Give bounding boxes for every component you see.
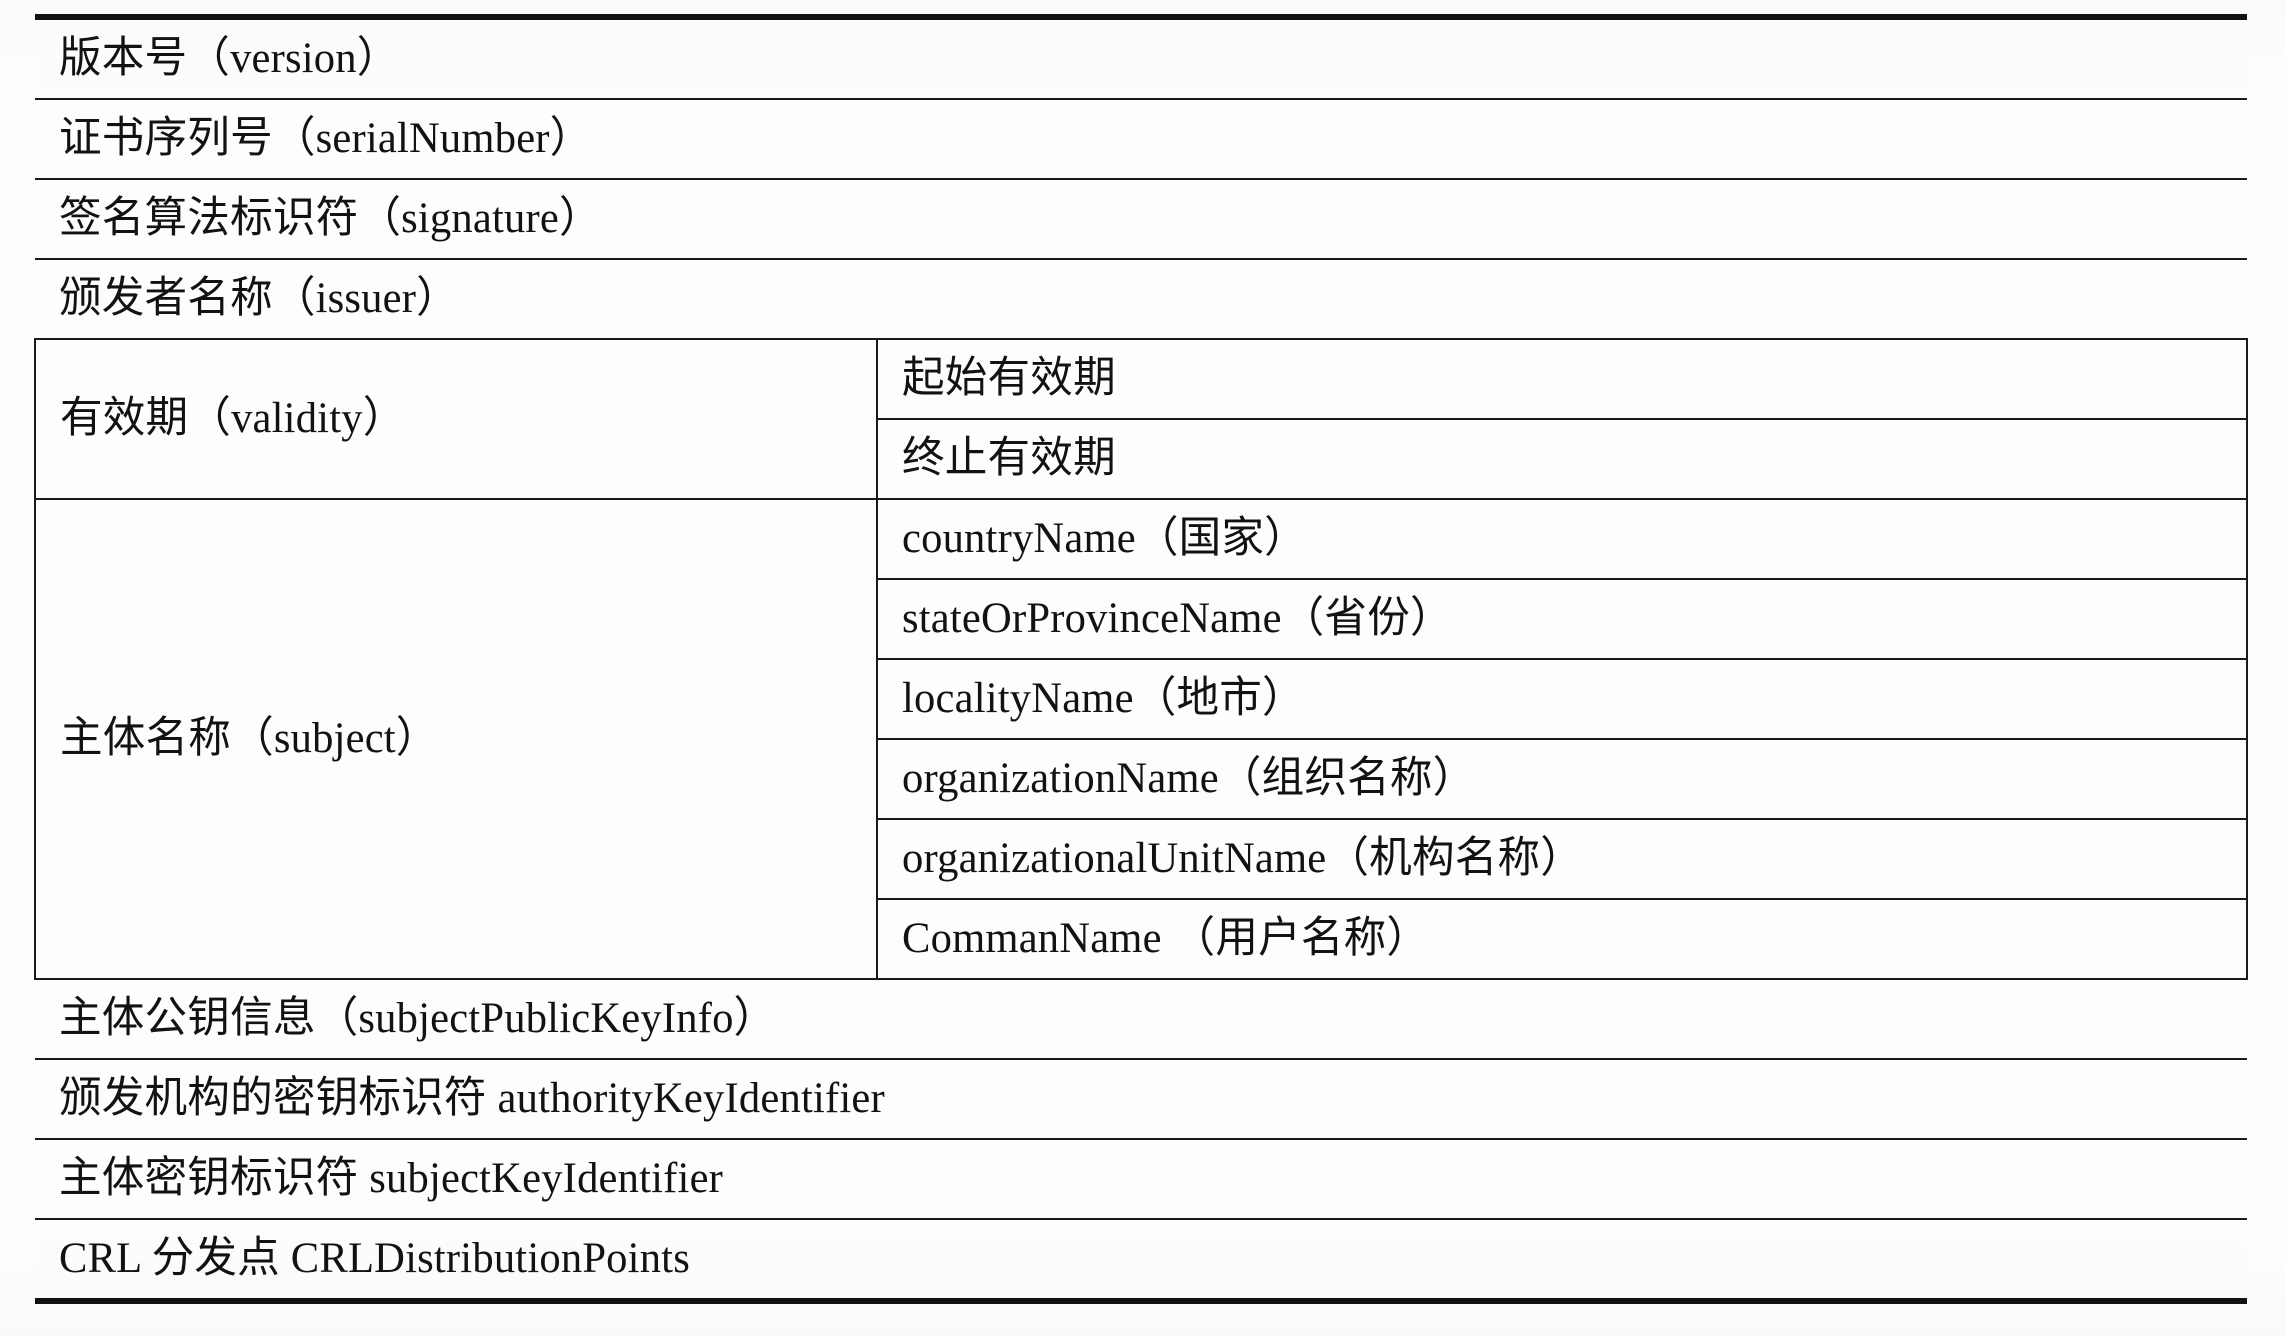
table-row: CommanName （用户名称）: [35, 898, 2248, 980]
table-row: stateOrProvinceName（省份）: [35, 578, 2248, 660]
field-crl-distribution-points: CRL 分发点 CRLDistributionPoints: [35, 1218, 2247, 1302]
table-row: 主体密钥标识符 subjectKeyIdentifier: [35, 1138, 2247, 1220]
table-row: 主体名称（subject） countryName（国家）: [34, 498, 2248, 980]
table-row: 颁发者名称（issuer）: [35, 258, 2247, 340]
table-row: 有效期（validity） 起始有效期: [34, 338, 2248, 500]
table-row: localityName（地市）: [35, 658, 2248, 740]
table-row: 终止有效期: [35, 418, 2248, 500]
field-issuer: 颁发者名称（issuer）: [35, 258, 2247, 340]
table-row: 证书序列号（serialNumber）: [35, 98, 2247, 180]
table-row: 主体公钥信息（subjectPublicKeyInfo）: [35, 978, 2247, 1060]
field-subject-public-key-info: 主体公钥信息（subjectPublicKeyInfo）: [35, 978, 2247, 1060]
table-row: 签名算法标识符（signature）: [35, 178, 2247, 260]
field-subject-organizational-unit-name: organizationalUnitName（机构名称）: [876, 818, 2248, 900]
table-row: organizationalUnitName（机构名称）: [35, 818, 2248, 900]
table-row: 颁发机构的密钥标识符 authorityKeyIdentifier: [35, 1058, 2247, 1140]
field-signature: 签名算法标识符（signature）: [35, 178, 2247, 260]
field-subject-country-name: countryName（国家）: [876, 498, 2248, 580]
field-validity-not-before: 起始有效期: [876, 338, 2248, 420]
field-subject: 主体名称（subject）: [34, 498, 878, 980]
field-subject-state-or-province-name: stateOrProvinceName（省份）: [876, 578, 2248, 660]
field-authority-key-identifier: 颁发机构的密钥标识符 authorityKeyIdentifier: [35, 1058, 2247, 1140]
field-subject-key-identifier: 主体密钥标识符 subjectKeyIdentifier: [35, 1138, 2247, 1220]
table-row: 版本号（version）: [35, 16, 2247, 100]
table-row: organizationName（组织名称）: [35, 738, 2248, 820]
certificate-structure-table: 版本号（version） 证书序列号（serialNumber） 签名算法标识符…: [34, 14, 2248, 1304]
field-subject-locality-name: localityName（地市）: [876, 658, 2248, 740]
table-body: 版本号（version） 证书序列号（serialNumber） 签名算法标识符…: [34, 16, 2248, 1302]
field-serial-number: 证书序列号（serialNumber）: [35, 98, 2247, 180]
field-validity-not-after: 终止有效期: [876, 418, 2248, 500]
field-subject-organization-name: organizationName（组织名称）: [876, 738, 2248, 820]
field-subject-common-name: CommanName （用户名称）: [876, 898, 2248, 980]
table-row: CRL 分发点 CRLDistributionPoints: [35, 1218, 2247, 1302]
field-version: 版本号（version）: [35, 16, 2247, 100]
field-validity: 有效期（validity）: [34, 338, 878, 500]
